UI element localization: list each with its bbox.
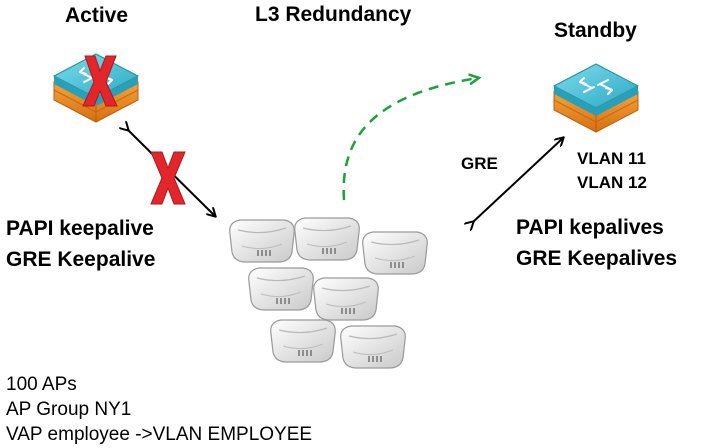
- failover-arrow: [342, 78, 478, 201]
- left-keepalive-line: GRE Keepalive: [6, 248, 156, 271]
- vlan-label: VLAN 12: [577, 173, 647, 192]
- failure-x-icon: [82, 55, 118, 107]
- gre-label: GRE: [461, 154, 498, 173]
- left-keepalive-line: PAPI keepalive: [6, 217, 154, 240]
- right-keepalive-line: GRE Keepalives: [516, 247, 678, 270]
- right-keepalive-line: PAPI kepalives: [516, 216, 664, 239]
- ap-info-line: VAP employee ->VLAN EMPLOYEE: [6, 424, 313, 445]
- standby-switch-icon: [553, 63, 639, 133]
- access-point-icon: [293, 217, 361, 261]
- access-point-icon: [269, 319, 337, 363]
- diagram-title: L3 Redundancy: [255, 3, 412, 26]
- vlan-label: VLAN 11: [577, 149, 646, 168]
- active-label: Active: [65, 4, 129, 27]
- gre-tunnel-arrow: [473, 138, 563, 222]
- ap-info-line: 100 APs: [6, 374, 77, 395]
- access-point-icon: [228, 219, 296, 263]
- access-point-icon: [312, 277, 380, 321]
- access-point-icon: [339, 325, 407, 369]
- link-failure-x-icon: [150, 151, 186, 205]
- standby-label: Standby: [554, 19, 637, 42]
- access-point-icon: [247, 267, 315, 311]
- ap-info-line: AP Group NY1: [6, 399, 132, 420]
- access-points-group: [228, 217, 429, 369]
- access-point-icon: [361, 231, 429, 275]
